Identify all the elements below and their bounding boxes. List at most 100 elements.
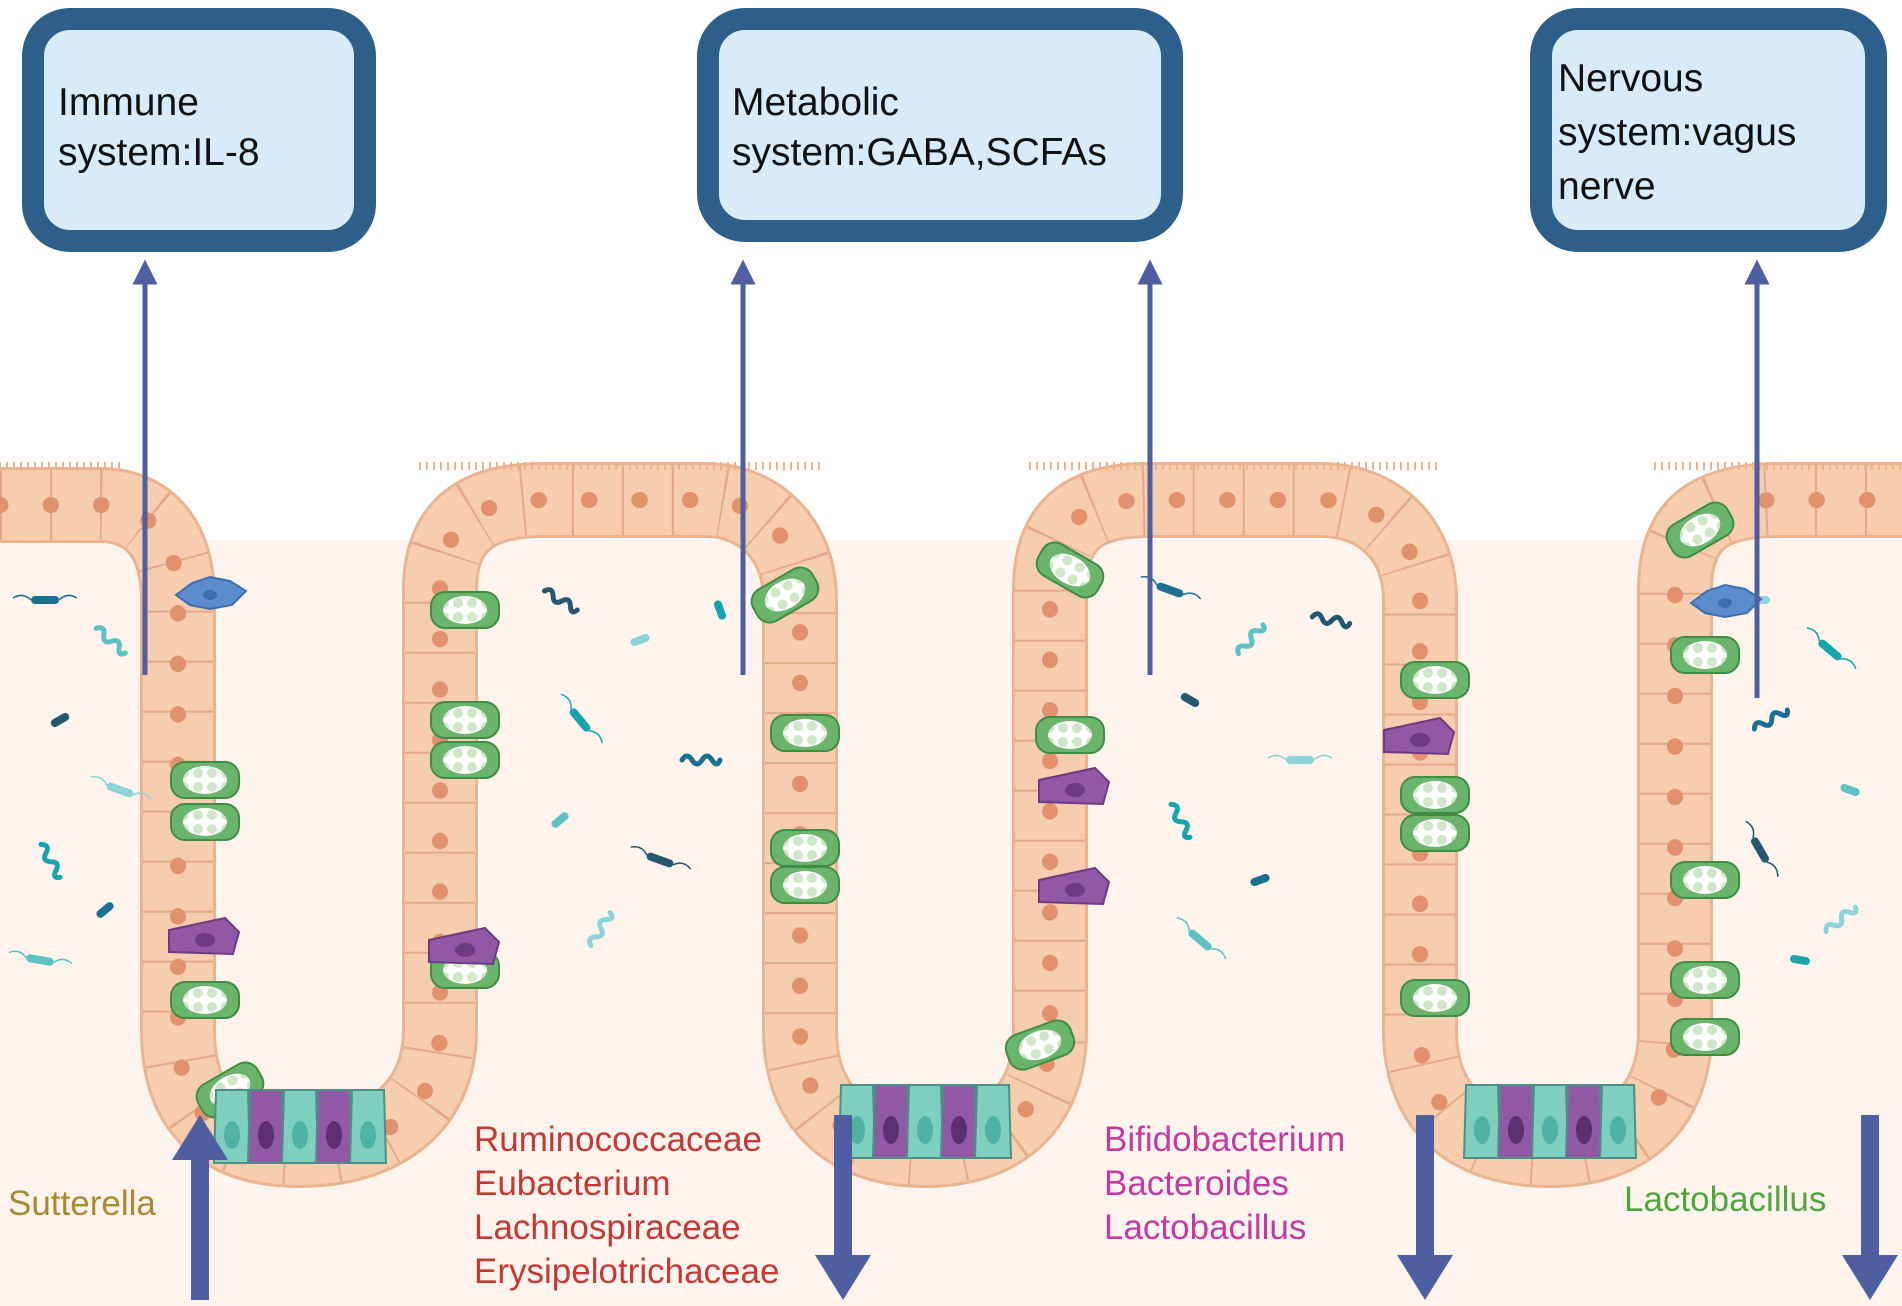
bacterium xyxy=(1751,707,1791,732)
bacterium xyxy=(12,594,78,604)
bacterium-rod xyxy=(1188,929,1212,951)
immune-system-box xyxy=(22,8,376,252)
bacterium-rod xyxy=(569,708,591,732)
goblet-cell xyxy=(770,866,840,904)
flagellum xyxy=(12,594,32,601)
bacterium xyxy=(38,841,63,881)
taxa-label-bifidobacterium-group: Bifidobacterium Bacteroides Lactobacillu… xyxy=(1104,1120,1346,1247)
bacterium xyxy=(90,776,152,800)
goblet-cell xyxy=(1670,1018,1740,1056)
goblet-cell-granules xyxy=(1048,721,1092,749)
flagellum xyxy=(58,594,78,601)
goblet-cell xyxy=(1035,716,1105,754)
goblet-cell-granules xyxy=(1683,641,1727,669)
bacterium-rod xyxy=(1286,756,1314,764)
bacterium xyxy=(1790,954,1810,966)
bacterium-rod xyxy=(1818,639,1842,661)
goblet-cell-granules xyxy=(1683,866,1727,894)
bacteria-layer xyxy=(8,576,1860,966)
bacterium xyxy=(1806,627,1857,670)
flagellum xyxy=(1176,917,1191,932)
taxa-label-ruminococcaceae-group: Ruminococcaceae Eubacterium Lachnospirac… xyxy=(474,1120,780,1291)
goblet-cell-granules xyxy=(1018,1029,1062,1061)
bacterium-rod xyxy=(1751,837,1769,863)
crypt-base-cell-nucleus xyxy=(951,1116,967,1144)
flagellum xyxy=(630,846,648,856)
goblet-cell-granules xyxy=(1413,781,1457,809)
flagellum xyxy=(672,862,692,870)
goblet-cell xyxy=(430,701,500,739)
goblet-cell-granules xyxy=(443,596,487,624)
crypt-base-cell-nucleus xyxy=(985,1116,1001,1144)
bacterium-spiral xyxy=(679,753,723,767)
dendritic-cell xyxy=(174,575,248,611)
bacterium-spiral xyxy=(1235,622,1267,657)
bacterium xyxy=(93,625,128,657)
nervous-system-box xyxy=(1530,8,1887,252)
enteroendocrine-cell xyxy=(428,926,501,966)
crypt-base-cell-nucleus xyxy=(258,1121,274,1149)
flagellum xyxy=(132,792,152,800)
goblet-cell xyxy=(770,714,840,752)
ruminococcaceae-group-trend-arrow xyxy=(815,1115,871,1300)
crypt-base-cell-nucleus xyxy=(292,1121,308,1149)
flagellum xyxy=(1182,592,1202,600)
crypt-base-cell-nucleus xyxy=(360,1121,376,1149)
bacterium xyxy=(1235,622,1267,657)
tissue-background xyxy=(0,540,1902,1306)
crypt-base-cell-nucleus xyxy=(883,1116,899,1144)
bifidobacterium-group-trend-arrow xyxy=(1397,1115,1453,1300)
bacterium-short-rod xyxy=(551,812,569,828)
bacterium xyxy=(50,713,70,727)
goblet-cell xyxy=(170,761,240,799)
bacterium xyxy=(96,902,114,918)
goblet-cell xyxy=(1670,861,1740,899)
bacterium-spiral xyxy=(587,910,615,949)
goblet-cell-granules xyxy=(1413,819,1457,847)
goblet-cell xyxy=(1400,661,1470,699)
goblet-cell xyxy=(1670,636,1740,674)
bacterium-spiral xyxy=(1751,707,1791,732)
crypt-base-cell-nucleus xyxy=(224,1121,240,1149)
goblet-cell-granules xyxy=(783,871,827,899)
crypt-base-cell-nucleus xyxy=(1474,1116,1490,1144)
flagellum xyxy=(8,950,27,959)
flagellum xyxy=(1840,658,1857,670)
bacterium-rod xyxy=(106,782,134,798)
bacterium xyxy=(630,846,692,870)
flagellum xyxy=(1745,820,1755,839)
enteroendocrine-cell-nucleus xyxy=(1410,733,1430,747)
goblet-cell xyxy=(1665,501,1735,559)
goblet-cell xyxy=(170,803,240,841)
bacterium-spiral xyxy=(1823,904,1859,935)
enteroendocrine-cell-nucleus xyxy=(195,933,215,947)
bacterium-rod xyxy=(1156,582,1184,598)
enteroendocrine-cell-nucleus xyxy=(1065,783,1085,797)
bacterium-short-rod xyxy=(1180,693,1200,707)
bacterium xyxy=(1823,904,1859,935)
flagellum xyxy=(1313,754,1333,761)
bacterium xyxy=(1840,783,1860,797)
goblet-cell-granules xyxy=(443,706,487,734)
immune-system-label: Immune system:IL-8 xyxy=(58,81,260,174)
metabolic-system-label: Metabolic system:GABA,SCFAs xyxy=(732,81,1107,174)
bacterium-spiral xyxy=(1168,801,1193,841)
bacterium-rod xyxy=(646,852,674,868)
bacterium-short-rod xyxy=(1250,873,1270,887)
goblet-cell-granules xyxy=(1679,513,1721,547)
goblet-cell-granules xyxy=(764,578,806,612)
bacterium-spiral xyxy=(541,587,580,615)
bacterium xyxy=(560,693,603,744)
dendritic-cell-nucleus xyxy=(203,590,217,600)
flagellum xyxy=(588,729,603,744)
crypt-base-cell-nucleus xyxy=(326,1121,342,1149)
crypt-base-cell-nucleus xyxy=(1508,1116,1524,1144)
lactobacillus-trend-arrow xyxy=(1842,1115,1898,1300)
goblet-cell xyxy=(1004,1019,1076,1071)
goblet-cell-granules xyxy=(783,834,827,862)
enteroendocrine-cell xyxy=(1038,866,1111,906)
bacterium-short-rod xyxy=(1840,783,1860,797)
bacterium xyxy=(541,587,580,615)
bacterium-short-rod xyxy=(630,633,650,647)
